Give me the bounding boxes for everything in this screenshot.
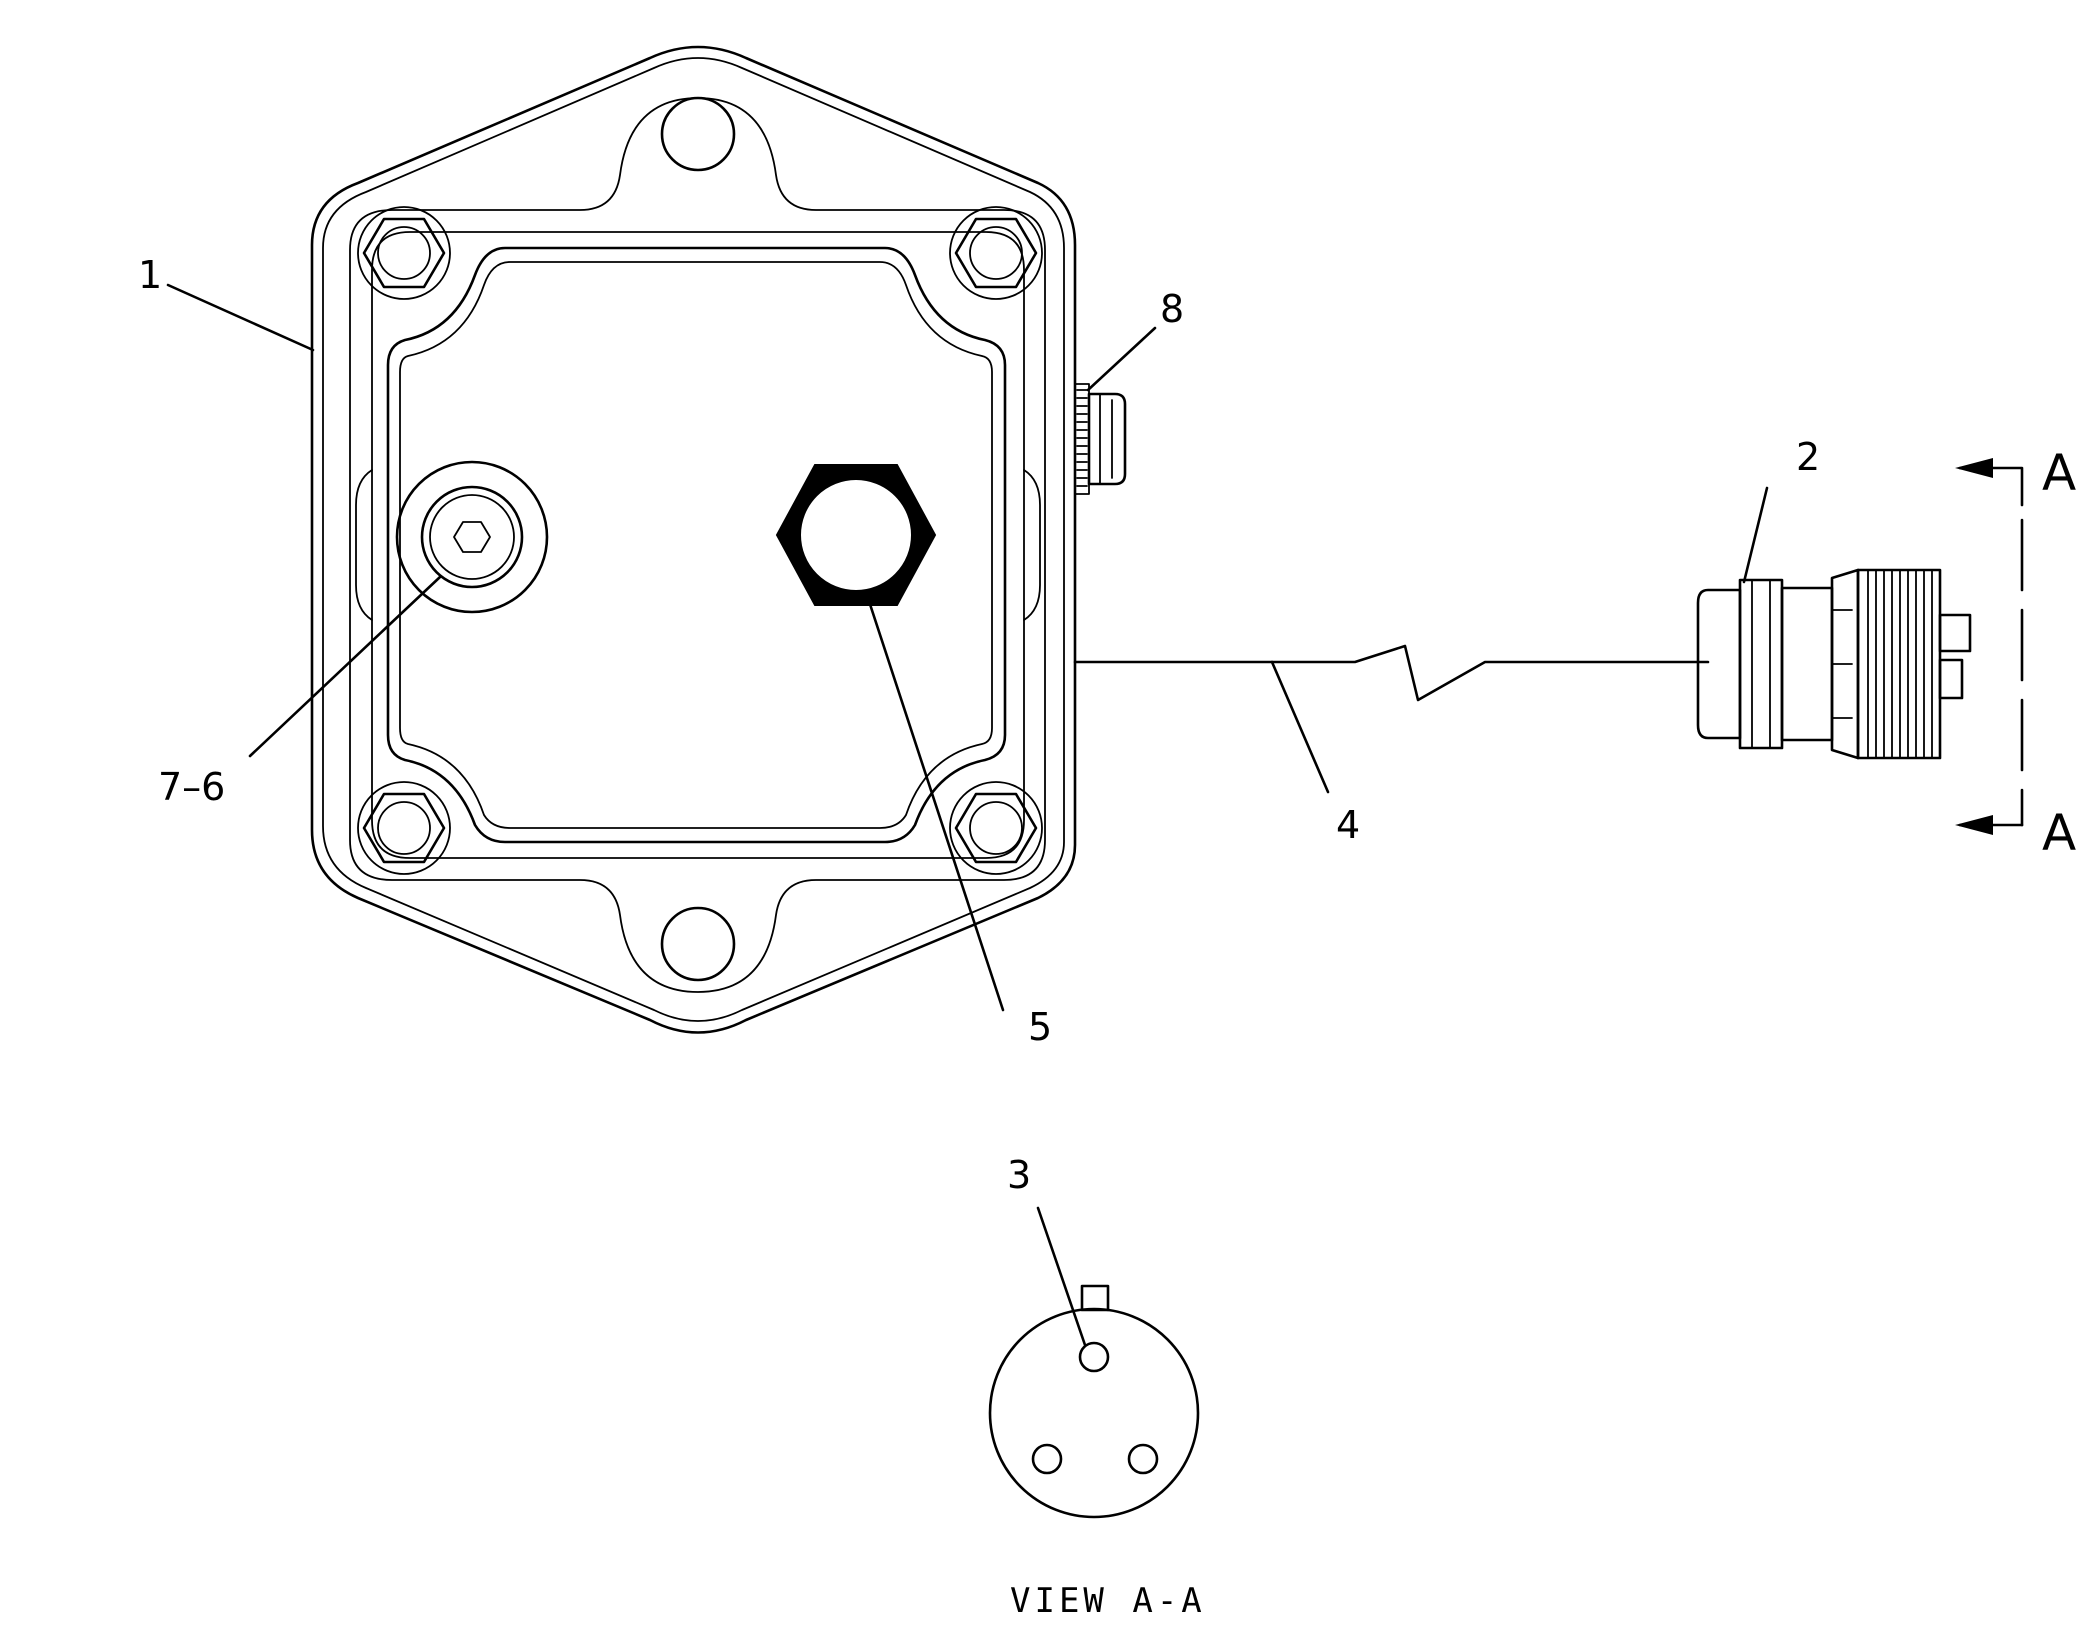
mounting-bolt-icon <box>357 206 451 300</box>
hex-nut-icon <box>775 464 937 606</box>
callout-1: 1 <box>138 253 162 297</box>
section-letter-top: A <box>2042 444 2076 502</box>
callout-7-6: 7–6 <box>158 765 225 809</box>
section-letter-bottom: A <box>2042 804 2076 862</box>
section-arrow-icon <box>1955 458 2024 835</box>
connector-icon <box>1696 568 1972 760</box>
mounting-bolt-icon <box>357 781 451 875</box>
connector-face-view <box>988 1284 1200 1519</box>
callout-8: 8 <box>1160 287 1184 331</box>
callout-5: 5 <box>1028 1005 1052 1049</box>
hex-socket-plug-icon <box>395 460 549 614</box>
flange-hole-bottom <box>660 906 736 982</box>
view-caption: VIEW A-A <box>1010 1581 1206 1621</box>
leader-lines <box>166 283 1769 1347</box>
callout-3: 3 <box>1007 1153 1031 1197</box>
harness-wire <box>1073 644 1710 702</box>
flange-hole-top <box>660 96 736 172</box>
sensor-housing <box>310 45 1077 1034</box>
mounting-bolt-icon <box>949 206 1043 300</box>
callout-2: 2 <box>1796 435 1820 479</box>
mounting-bolt-icon <box>949 781 1043 875</box>
side-fitting <box>1074 383 1127 495</box>
callout-4: 4 <box>1336 803 1360 847</box>
